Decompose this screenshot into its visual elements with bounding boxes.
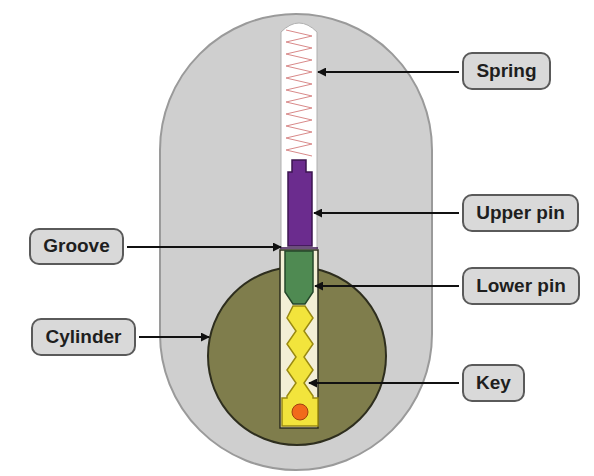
- spring-coil-stroke: [286, 30, 312, 156]
- shear-line: [280, 247, 318, 249]
- lower-pin: [285, 251, 313, 304]
- leader-arrow: [318, 71, 459, 73]
- key-hole: [292, 404, 308, 420]
- callout-label: Lower pin: [476, 276, 566, 297]
- key-blade: [282, 306, 318, 426]
- callout-label: Key: [476, 373, 511, 394]
- callout-label: Cylinder: [45, 327, 121, 348]
- callout-box: Upper pin: [462, 194, 579, 232]
- callout-box: Key: [462, 364, 525, 402]
- leader-arrow: [315, 285, 459, 287]
- lock-housing: [160, 14, 432, 470]
- leader-lines: [127, 72, 459, 383]
- callout-box: Spring: [462, 52, 551, 90]
- callout-label: Spring: [476, 61, 536, 82]
- keyway: [280, 250, 318, 428]
- callout-box: Cylinder: [31, 318, 136, 356]
- callout-label: Groove: [43, 236, 110, 257]
- spring-coil: [286, 30, 312, 156]
- leader-arrow: [127, 246, 281, 248]
- leader-arrow: [309, 382, 459, 384]
- leader-arrow: [314, 212, 459, 214]
- leader-arrow: [139, 336, 209, 338]
- callout-box: Lower pin: [462, 267, 580, 305]
- pin-chamber: [281, 23, 317, 250]
- callout-label: Upper pin: [476, 203, 565, 224]
- callout-box: Groove: [29, 228, 124, 265]
- upper-pin: [288, 160, 312, 246]
